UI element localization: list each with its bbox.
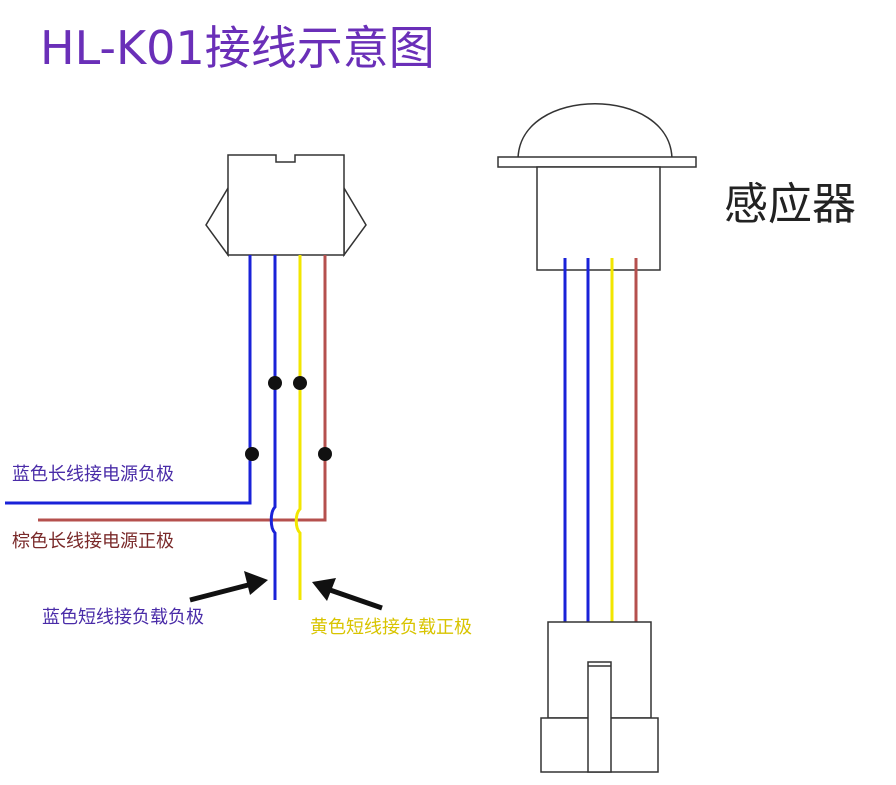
arrow-right-head — [312, 578, 336, 601]
wire-yellow-short — [294, 255, 302, 600]
module-hl-k01 — [205, 154, 367, 258]
sensor-dome — [517, 103, 673, 161]
module-wires — [5, 255, 327, 600]
wire-blue-long — [5, 255, 252, 505]
junction-dot — [245, 447, 259, 461]
junction-dot — [293, 376, 307, 390]
module-left-tab — [205, 185, 229, 258]
connector-latch — [587, 661, 612, 773]
label-brown-long-wire: 棕色长线接电源正极 — [12, 531, 174, 552]
junction-dot — [268, 376, 282, 390]
module-body — [227, 154, 345, 256]
module-right-tab — [343, 185, 367, 258]
sensor-body — [536, 166, 661, 271]
sensor-label: 感应器 — [724, 179, 856, 230]
junction-dot — [318, 447, 332, 461]
junction-dots — [245, 376, 332, 461]
wire-blue-short — [269, 255, 277, 600]
diagram-title: HL-K01接线示意图 — [40, 21, 435, 75]
arrow-left-shaft — [189, 581, 253, 603]
sensor — [497, 103, 697, 271]
wire-brown-long — [38, 255, 327, 522]
arrow-left-head — [244, 571, 268, 595]
sensor-flange — [497, 156, 697, 168]
arrow-right-shaft — [329, 587, 383, 611]
label-blue-short-wire: 蓝色短线接负载负极 — [42, 607, 204, 628]
label-yellow-short-wire: 黄色短线接负载正极 — [310, 617, 472, 638]
pointer-arrows — [189, 571, 383, 611]
sensor-wires — [563, 258, 638, 622]
label-blue-long-wire: 蓝色长线接电源负极 — [12, 464, 174, 485]
connector-plug — [540, 621, 659, 773]
